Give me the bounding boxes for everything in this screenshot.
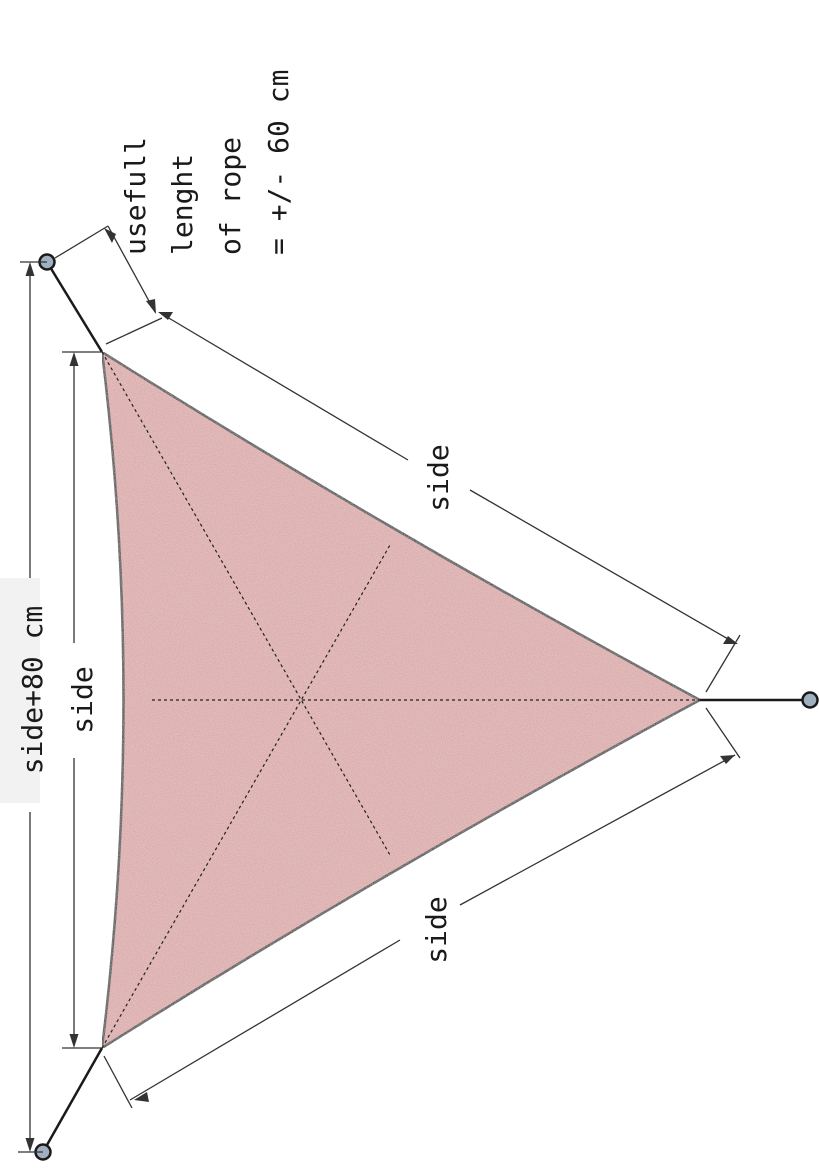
label-side-plus-80: side+80 cm [16, 606, 49, 775]
median-line-top [101, 351, 391, 856]
label-side-bottom: side [420, 896, 453, 963]
rope-note-line-3: of rope [214, 137, 247, 255]
dimension-side-top [105, 312, 741, 693]
rope-top [45, 261, 104, 353]
rope-note-line-2: lenght [166, 154, 199, 255]
dimension-side-bottom [103, 707, 741, 1109]
ring-right [801, 691, 819, 709]
median-line-bottom [101, 544, 391, 1049]
dimension-side-left [62, 351, 102, 1049]
dimension-rope-length [54, 225, 156, 314]
rope-note-line-1: usefull [119, 137, 152, 255]
rope-note-line-4: = +/- 60 cm [262, 70, 295, 255]
label-side-left: side [66, 666, 99, 733]
label-background [0, 578, 40, 803]
ropes [41, 261, 810, 1153]
label-side-top: side [422, 444, 455, 511]
rope-bottom [41, 1047, 104, 1153]
center-lines [101, 351, 700, 1049]
rope-note: usefull lenght of rope = +/- 60 cm [119, 70, 295, 255]
dimension-side-plus-80 [18, 261, 47, 1153]
